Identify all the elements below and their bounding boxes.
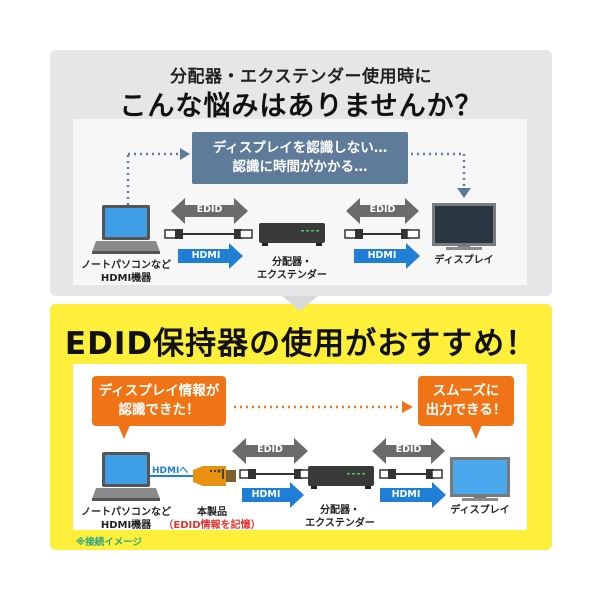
solution-heading: EDID保持器の使用がおすすめ！ [64, 326, 538, 362]
connection-image-note: ※接続イメージ [76, 537, 143, 548]
dotted-arrow-orange [234, 401, 413, 413]
callout-tail-icon [470, 425, 482, 439]
hdmi-cable-icon [344, 229, 420, 239]
hdmi-arrow-left [178, 243, 243, 269]
callout-tail-icon [118, 425, 130, 439]
edid-bidirectional-arrow-right [372, 438, 445, 464]
laptop-label-line2: HDMI機器 [100, 273, 152, 284]
hdmi-to-label: HDMIへ [152, 466, 189, 476]
arrowhead-icon [180, 148, 190, 160]
dotted-arrow-laptop-to-message [126, 148, 190, 205]
hdmi-arrow-right [380, 482, 446, 508]
product-label-line1: 本製品 [197, 507, 227, 518]
laptop-icon [92, 452, 160, 501]
problem-message-box: ディスプレイを認識しない… 認識に時間がかかる… [192, 132, 408, 184]
callout-right-line2: 出力できる！ [425, 402, 507, 418]
arrowhead-icon [402, 401, 413, 413]
hdmi-arrow-right [354, 243, 420, 269]
product-label: 本製品 （EDID情報を記憶） [160, 506, 264, 532]
hdmi-label: HDMI [367, 250, 397, 261]
edid-label: EDID [196, 204, 223, 215]
edid-label: EDID [395, 444, 422, 455]
laptop-label-line1: ノートパソコンなど [81, 507, 171, 518]
dotted-arrow-message-to-display [411, 152, 471, 198]
edid-bidirectional-arrow-left [171, 198, 248, 224]
callout-smooth-output: スムーズに 出力できる！ [418, 376, 514, 426]
splitter-label-line2: エクステンダー [257, 270, 327, 281]
edid-bidirectional-arrow-left [232, 438, 308, 464]
display-icon [432, 203, 496, 250]
splitter-label: 分配器・ エクステンダー [300, 504, 380, 530]
splitter-label-line1: 分配器・ [272, 257, 312, 268]
arrowhead-icon [457, 188, 471, 198]
product-label-line2: （EDID情報を記憶） [163, 520, 261, 531]
callout-right-line1: スムーズに [432, 383, 500, 399]
display-icon [450, 457, 510, 501]
edid-label: EDID [369, 204, 396, 215]
splitter-label-line1: 分配器・ [320, 505, 360, 516]
problem-message-line1: ディスプレイを認識しない… [212, 140, 388, 156]
hdmi-label: HDMI [251, 489, 281, 500]
hdmi-cable-icon [379, 469, 443, 479]
edid-label: EDID [257, 444, 283, 455]
problem-subheading: 分配器・エクステンダー使用時に [170, 67, 432, 87]
laptop-icon [92, 205, 160, 254]
callout-left-line1: ディスプレイ情報が [98, 383, 220, 399]
splitter-label: 分配器・ エクステンダー [252, 256, 332, 282]
hdmi-label: HDMI [191, 250, 221, 261]
display-label: ディスプレイ [450, 505, 510, 516]
hdmi-cable-icon [164, 229, 253, 239]
callout-display-recognized: ディスプレイ情報が 認識できた！ [92, 376, 226, 426]
splitter-device-icon [259, 223, 325, 246]
laptop-label-line1: ノートパソコンなど [81, 260, 171, 271]
laptop-label: ノートパソコンなど HDMI機器 [76, 506, 176, 532]
laptop-label: ノートパソコンなど HDMI機器 [76, 259, 176, 285]
splitter-device-icon [308, 466, 374, 489]
display-label: ディスプレイ [434, 255, 494, 266]
hdmi-arrow-left [242, 482, 304, 508]
edid-emulator-product-icon [193, 466, 236, 486]
problem-heading: こんな悩みはありませんか？ [119, 91, 483, 122]
hdmi-label: HDMI [391, 489, 421, 500]
edid-bidirectional-arrow-right [346, 198, 419, 224]
splitter-label-line2: エクステンダー [305, 518, 375, 529]
problem-message-line2: 認識に時間がかかる… [232, 159, 368, 175]
callout-left-line2: 認識できた！ [118, 402, 200, 418]
down-pointer-icon [282, 296, 318, 311]
hdmi-cable-icon [239, 469, 311, 479]
laptop-label-line2: HDMI機器 [100, 520, 152, 531]
